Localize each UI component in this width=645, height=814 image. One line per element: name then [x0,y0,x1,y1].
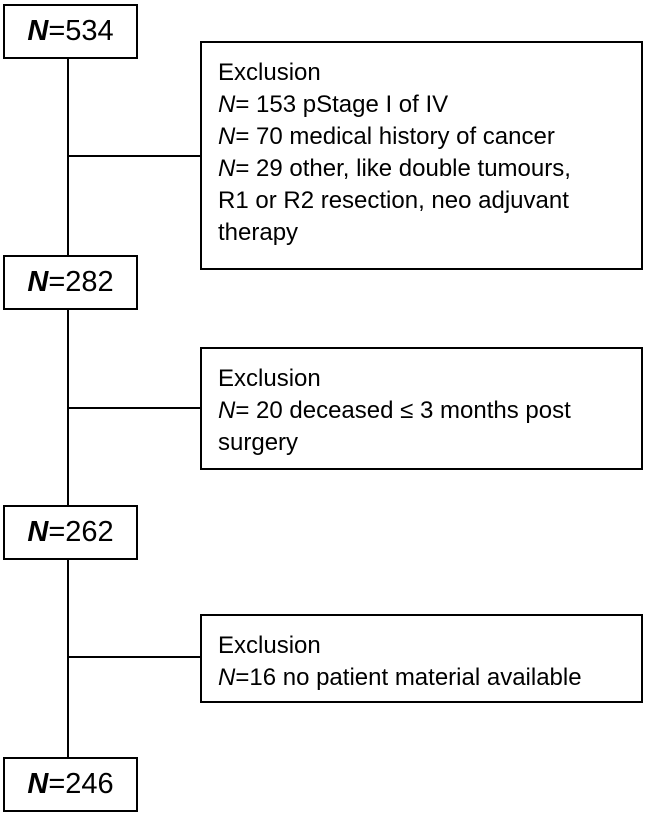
n-symbol: N [27,768,49,800]
n-symbol: N [218,155,236,182]
exclusion-text: =16 no patient material available [235,664,582,691]
population-count: =262 [48,516,114,548]
exclusion-line: surgery [218,427,641,459]
exclusion-text: surgery [218,429,299,456]
branch-exclusion-2 [67,407,201,409]
n-symbol: N [27,15,49,47]
exclusion-line: R1 or R2 resection, neo adjuvant [218,185,641,217]
n-symbol: N [218,91,236,118]
exclusion-box-1: Exclusion N= 153 pStage I of IV N= 70 me… [200,41,643,270]
exclusion-line: N= 70 medical history of cancer [218,121,641,153]
exclusion-line: N=16 no patient material available [218,662,641,694]
exclusion-text: = 29 other, like double tumours, [235,155,571,182]
exclusion-title: Exclusion [218,365,321,392]
exclusion-text: = 153 pStage I of IV [235,91,449,118]
branch-exclusion-3 [67,656,201,658]
connector-534-282 [67,58,69,256]
population-box-534: N=534 [3,4,138,59]
exclusion-line: N= 20 deceased ≤ 3 months post [218,395,641,427]
exclusion-title: Exclusion [218,632,321,659]
exclusion-line: N= 153 pStage I of IV [218,89,641,121]
n-symbol: N [218,397,236,424]
exclusion-text: therapy [218,219,299,246]
exclusion-title: Exclusion [218,59,321,86]
population-box-262: N=262 [3,505,138,560]
n-symbol: N [218,123,236,150]
exclusion-text: = 70 medical history of cancer [235,123,555,150]
population-count: =246 [48,768,114,800]
population-count: =534 [48,15,114,47]
connector-262-246 [67,559,69,758]
population-box-282: N=282 [3,255,138,310]
population-count: =282 [48,266,114,298]
population-box-246: N=246 [3,757,138,812]
exclusion-text: R1 or R2 resection, neo adjuvant [218,187,569,214]
exclusion-line: therapy [218,217,641,249]
branch-exclusion-1 [67,155,201,157]
exclusion-box-2: Exclusion N= 20 deceased ≤ 3 months post… [200,347,643,470]
exclusion-line: N= 29 other, like double tumours, [218,153,641,185]
exclusion-text: = 20 deceased ≤ 3 months post [235,397,571,424]
exclusion-box-3: Exclusion N=16 no patient material avail… [200,614,643,703]
n-symbol: N [27,266,49,298]
n-symbol: N [27,516,49,548]
n-symbol: N [218,664,236,691]
